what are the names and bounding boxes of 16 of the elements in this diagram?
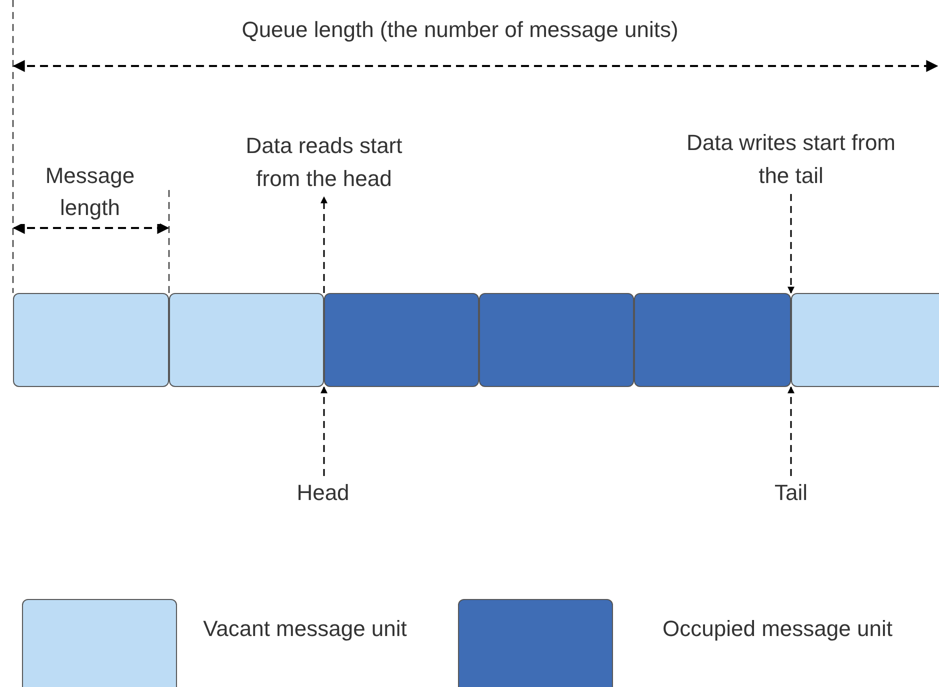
arrow bbox=[320, 196, 328, 293]
annotation-text: Data writes start from the tail bbox=[683, 126, 899, 192]
vacant-unit-box bbox=[169, 293, 324, 387]
vacant-unit-box bbox=[13, 293, 169, 387]
annotation-text: Tail bbox=[755, 476, 827, 509]
occupied-unit-box bbox=[324, 293, 479, 387]
occupied-unit-box bbox=[479, 293, 634, 387]
vacant-unit-box bbox=[791, 293, 939, 387]
occupied-unit-box bbox=[634, 293, 791, 387]
arrow bbox=[320, 386, 328, 476]
annotation-text: Head bbox=[280, 476, 366, 509]
annotation-text: Data reads start from the head bbox=[222, 129, 426, 195]
arrow bbox=[788, 386, 794, 476]
arrow bbox=[788, 194, 794, 294]
legend-text: Vacant message unit bbox=[202, 615, 408, 643]
legend-text: Occupied message unit bbox=[662, 615, 894, 643]
